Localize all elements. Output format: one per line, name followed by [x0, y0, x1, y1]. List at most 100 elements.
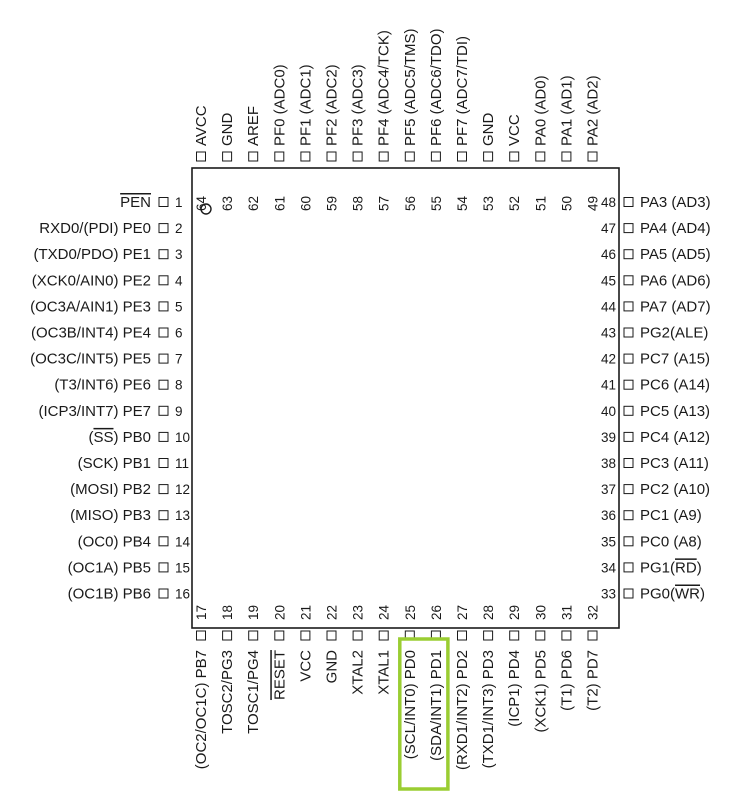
pin-number-26: 26 — [429, 605, 444, 620]
pin-number-29: 29 — [507, 605, 522, 620]
pin-box-52 — [509, 151, 520, 162]
pin-number-56: 56 — [403, 196, 418, 211]
pin-label-t2-pd7: (T2) PD7 — [585, 650, 602, 711]
pin-label-scl-int0-pd0: (SCL/INT0) PD0 — [402, 650, 419, 759]
pin-number-12: 12 — [175, 482, 190, 497]
pin-label-t1-pd6: (T1) PD6 — [558, 650, 575, 711]
pin-number-7: 7 — [175, 352, 183, 367]
pin-box-30 — [535, 630, 546, 641]
pin-number-57: 57 — [377, 196, 392, 211]
pin-label-icp1-pd4: (ICP1) PD4 — [506, 650, 523, 727]
pin-label-pf4-adc4-tck: PF4 (ADC4/TCK) — [376, 30, 393, 146]
pin-number-30: 30 — [533, 605, 548, 620]
pin-box-4 — [158, 275, 169, 286]
pin-label-oc1a-pb5: (OC1A) PB5 — [68, 559, 151, 576]
pin-box-38 — [623, 458, 634, 468]
pin-box-13 — [158, 510, 169, 521]
pin-box-40 — [623, 405, 634, 416]
pin-label-pa4-ad4: PA4 (AD4) — [640, 220, 711, 237]
pin-number-10: 10 — [175, 430, 190, 445]
pin-box-45 — [623, 275, 634, 286]
pin-box-12 — [158, 484, 169, 495]
pin-label-avcc: AVCC — [193, 105, 210, 146]
pin-number-20: 20 — [272, 605, 287, 620]
pin-number-48: 48 — [601, 195, 616, 210]
pin-label-pg0-wr: PG0(WR) — [640, 586, 705, 603]
pin-label-sda-int1-pd1: (SDA/INT1) PD1 — [428, 650, 445, 761]
pin-box-43 — [623, 327, 634, 338]
pin-label-pg2-ale: PG2(ALE) — [640, 325, 708, 342]
pin-label-gnd: GND — [219, 113, 236, 147]
pin-box-46 — [623, 249, 634, 260]
i2c-pins-highlight — [398, 637, 450, 791]
pin-label-gnd: GND — [480, 113, 497, 146]
pin-number-5: 5 — [175, 299, 183, 314]
pin-number-1: 1 — [175, 195, 183, 210]
pin-number-28: 28 — [481, 605, 496, 620]
pin-label-gnd: GND — [324, 650, 341, 684]
pin1-marker — [200, 203, 212, 215]
pin-number-43: 43 — [601, 326, 616, 341]
pin-label-mosi-pb2: (MOSI) PB2 — [70, 481, 151, 498]
pin-label-pc6-a14: PC6 (A14) — [640, 377, 710, 394]
pin-label-tosc2-pg3: TOSC2/PG3 — [219, 650, 236, 734]
pin-box-28 — [483, 630, 494, 641]
pin-number-18: 18 — [220, 605, 235, 620]
pin-box-55 — [430, 151, 441, 162]
pin-box-3 — [158, 249, 169, 260]
pin-box-7 — [158, 353, 169, 364]
pin-box-21 — [300, 630, 311, 641]
pin-box-5 — [158, 301, 169, 312]
pin-label-pc1-a9: PC1 (A9) — [640, 507, 702, 524]
pin-box-53 — [483, 151, 494, 162]
pin-number-21: 21 — [298, 605, 313, 620]
pin-box-50 — [561, 151, 572, 162]
pin-label-oc3a-ain1-pe3: (OC3A/AIN1) PE3 — [30, 298, 151, 315]
pin-number-49: 49 — [586, 196, 601, 211]
pin-box-18 — [222, 630, 233, 641]
pin-number-23: 23 — [351, 605, 366, 620]
pin-box-58 — [352, 151, 363, 162]
pin-label-xtal1: XTAL1 — [376, 650, 393, 695]
pin-box-23 — [352, 630, 363, 641]
pin-box-15 — [158, 562, 169, 573]
pin-number-4: 4 — [175, 273, 183, 288]
pin-number-52: 52 — [507, 196, 522, 211]
pin-label-aref: AREF — [245, 106, 262, 146]
pin-number-55: 55 — [429, 196, 444, 211]
pin-box-59 — [326, 151, 337, 162]
pin-box-48 — [623, 197, 634, 207]
pin-box-20 — [274, 630, 285, 641]
pin-number-36: 36 — [601, 508, 616, 523]
pin-label-pc5-a13: PC5 (A13) — [640, 403, 710, 420]
pin-number-58: 58 — [351, 196, 366, 211]
pin-box-8 — [158, 379, 169, 390]
pin-number-38: 38 — [601, 456, 616, 471]
pin-label-miso-pb3: (MISO) PB3 — [70, 507, 151, 524]
pin-number-54: 54 — [455, 196, 470, 212]
pin-label-pen: PEN — [120, 194, 151, 211]
pin-label-txd0-pdo-pe1: (TXD0/PDO) PE1 — [33, 246, 151, 263]
pin-label-oc1b-pb6: (OC1B) PB6 — [68, 586, 151, 603]
pin-number-14: 14 — [175, 534, 191, 549]
pin-number-32: 32 — [586, 605, 601, 620]
pin-number-42: 42 — [601, 352, 616, 367]
pin-label-rxd1-int2-pd2: (RXD1/INT2) PD2 — [454, 650, 471, 770]
pin-label-oc3b-int4-pe4: (OC3B/INT4) PE4 — [31, 325, 151, 342]
pin-number-40: 40 — [601, 404, 616, 419]
pin-number-11: 11 — [175, 456, 189, 471]
pin-number-27: 27 — [455, 605, 470, 620]
pin-box-57 — [378, 151, 389, 162]
pin-box-39 — [623, 431, 634, 442]
pin-label-pa6-ad6: PA6 (AD6) — [640, 272, 711, 289]
pin-box-54 — [457, 151, 467, 162]
pin-number-34: 34 — [601, 560, 617, 575]
pin-box-16 — [158, 588, 169, 599]
pin-box-27 — [457, 630, 467, 641]
pin-label-pa0-ad0: PA0 (AD0) — [532, 75, 549, 146]
pin-label-pa2-ad2: PA2 (AD2) — [585, 75, 602, 146]
pin-label-pa1-ad1: PA1 (AD1) — [558, 75, 575, 146]
